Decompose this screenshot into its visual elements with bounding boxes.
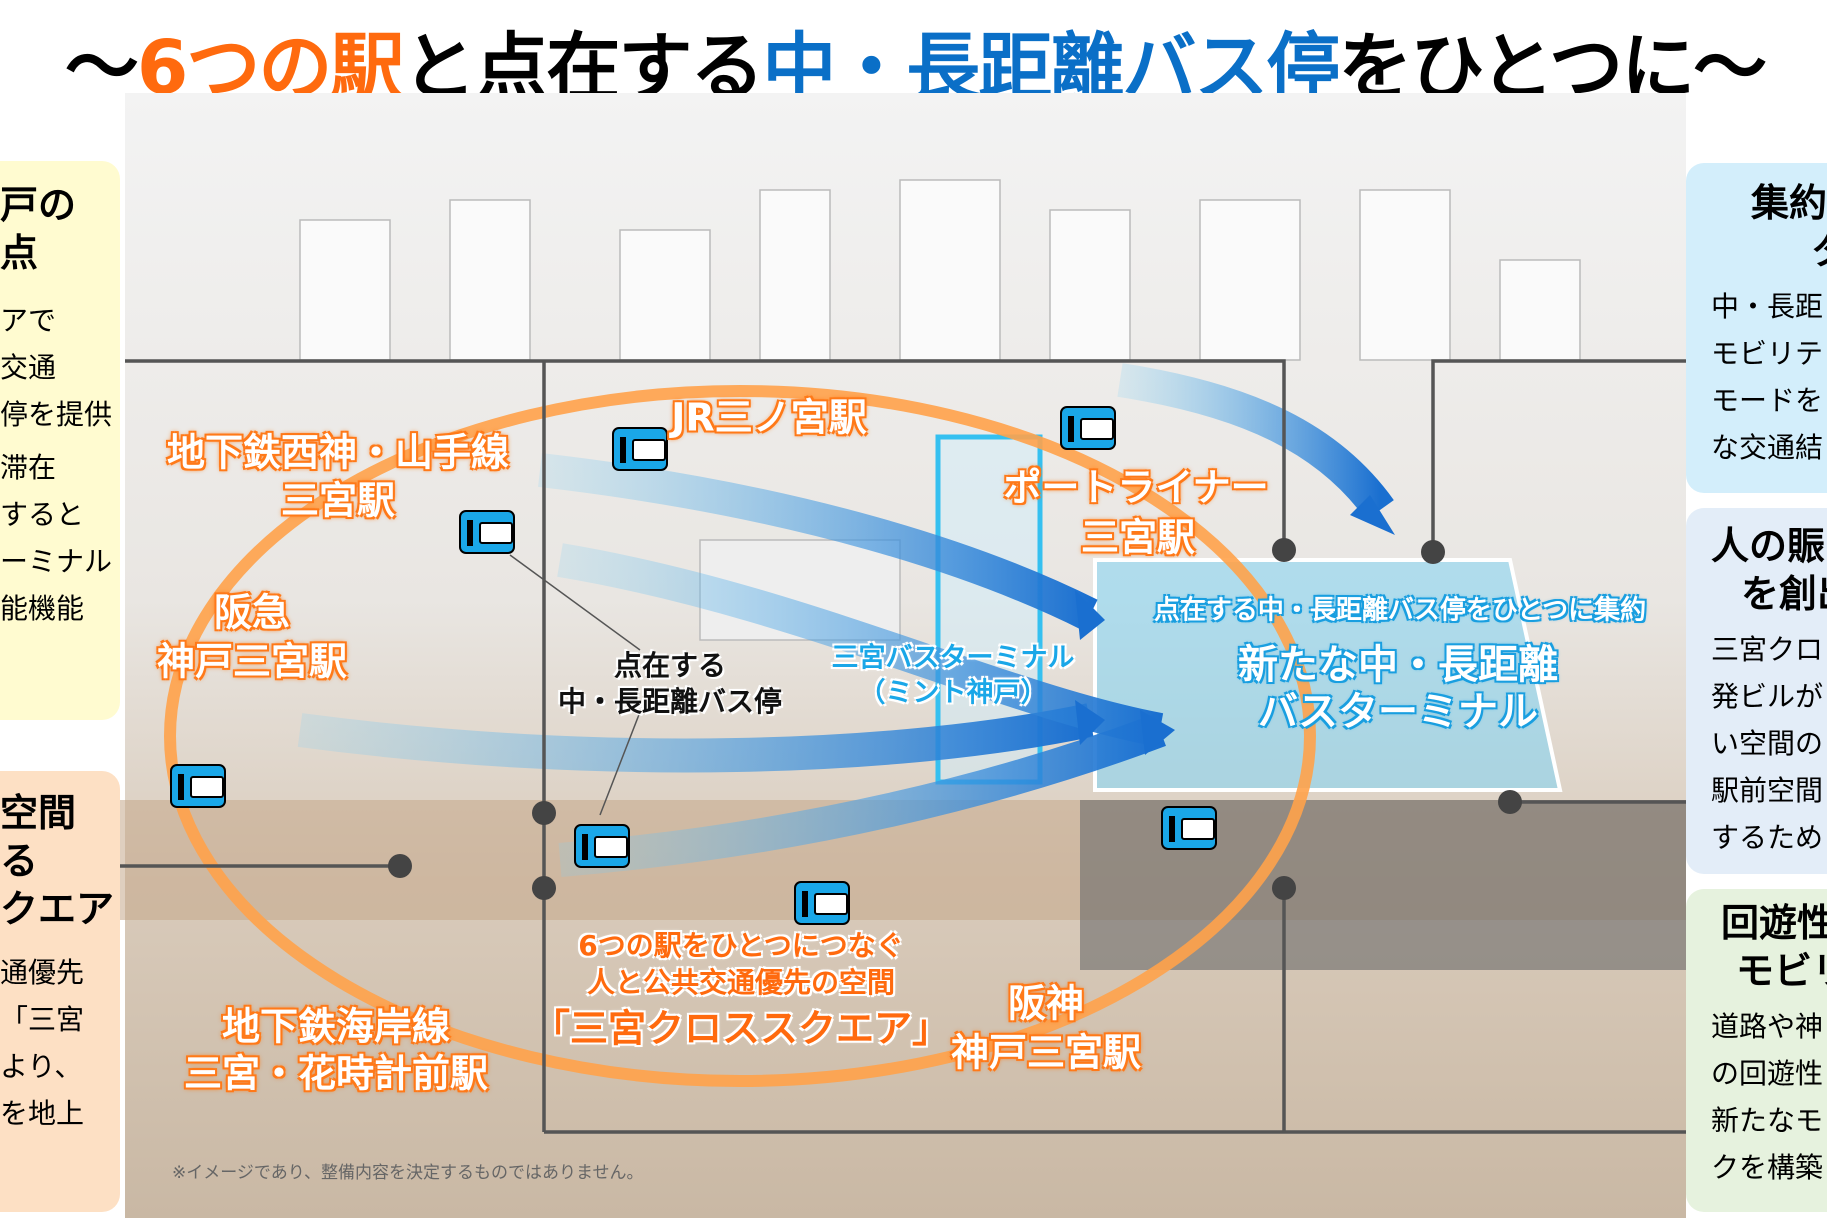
label-jr-sannomiya: JR三ノ宮駅	[671, 395, 867, 440]
panel-cross-square: 空間 る クエア 通優先 「三宮 より、 を地上	[0, 771, 120, 1212]
title-suffix: ～	[1693, 25, 1767, 111]
panel-text: い空間の	[1711, 727, 1824, 760]
panel-heading: 集約	[1751, 181, 1827, 225]
six-stations-ring	[164, 385, 1316, 1087]
panel-text: 停を提供	[0, 398, 113, 431]
panel-text: より、	[0, 1050, 83, 1083]
panel-heading: る	[0, 839, 39, 883]
bus-stop-icon	[574, 824, 630, 868]
bus-stop-icon	[1161, 806, 1217, 850]
panel-text: ーミナル	[0, 545, 113, 578]
panel-text: 新たなモ	[1711, 1104, 1824, 1137]
panel-text: 駅前空間	[1711, 774, 1824, 807]
label-hanshin-station: 神戸三宮駅	[950, 1030, 1142, 1075]
label-scattered: 点在する	[613, 649, 727, 682]
panel-bustle: 人の賑 を創出 三宮クロ 発ビルが い空間の 駅前空間 するため	[1686, 508, 1827, 874]
panel-text: 滞在	[0, 451, 57, 484]
bus-stop-icon	[1060, 406, 1116, 450]
label-consolidate: 点在する中・長距離バス停をひとつに集約	[1153, 595, 1647, 626]
panel-mobility: 回遊性 モビリテ 道路や神 の回遊性 新たなモ クを構築	[1686, 889, 1827, 1212]
label-kaigan-station: 三宮・花時計前駅	[183, 1051, 489, 1096]
panel-heading: 回遊性	[1721, 901, 1827, 945]
panel-text: すると	[0, 498, 85, 531]
panel-text: するため	[1711, 821, 1824, 854]
connector-lines	[120, 359, 1686, 1134]
panel-heading: 人の賑	[1711, 524, 1826, 568]
label-subway-seishin: 地下鉄西神・山手線	[166, 430, 510, 475]
label-hanshin: 阪神	[1007, 981, 1085, 1026]
panel-consolidated-terminal: 集約 タ 中・長距 モビリテ モードを な交通結	[1686, 163, 1827, 493]
panel-heading: クエア	[0, 887, 115, 931]
panel-text: 発ビルが	[1711, 680, 1824, 713]
footnote: ※イメージであり、整備内容を決定するものではありません。	[172, 1163, 644, 1183]
panel-heading: タ	[1711, 227, 1827, 275]
panel-text: 「三宮	[0, 1003, 85, 1036]
panel-text: 通優先	[0, 956, 85, 989]
label-new-bus-terminal-2: バスターミナル	[1258, 689, 1538, 735]
label-subway-seishin-station: 三宮駅	[280, 478, 396, 523]
panel-heading: を創出	[1741, 572, 1827, 616]
panel-heading: 点	[0, 231, 39, 275]
panel-text: 道路や神	[1711, 1010, 1824, 1043]
label-portliner: ポートライナー	[1003, 465, 1269, 510]
label-subway-kaigan: 地下鉄海岸線	[221, 1004, 451, 1049]
panel-text: を地上	[0, 1097, 85, 1130]
panel-text: クを構築	[1711, 1151, 1824, 1184]
label-hankyu-station: 神戸三宮駅	[156, 639, 348, 684]
label-sannomiya-bus-terminal: 三宮バスターミナル	[831, 642, 1075, 674]
label-scattered-bus-stops: 中・長距離バス停	[557, 685, 783, 718]
label-mint-kobe: （ミント神戸）	[858, 677, 1048, 709]
panel-text: の回遊性	[1711, 1057, 1824, 1090]
panel-text: アで	[0, 304, 57, 337]
bus-stop-icon	[794, 881, 850, 925]
panel-text: な交通結	[1711, 431, 1824, 464]
label-cross-1: 6つの駅をひとつにつなぐ	[578, 929, 904, 962]
panel-text: モードを	[1711, 384, 1824, 417]
panel-text: 中・長距	[1711, 290, 1824, 323]
panel-text: 三宮クロ	[1711, 633, 1824, 666]
label-cross-2: 人と公共交通優先の空間	[586, 966, 896, 999]
label-hankyu: 阪急	[213, 590, 291, 635]
panel-hub: 戸の 点 アで 交通 停を提供 滞在 すると ーミナル 能機能	[0, 161, 120, 720]
panel-text: 交通	[0, 351, 57, 384]
panel-heading: 空間	[0, 791, 77, 835]
bus-stop-icon	[170, 764, 226, 808]
flow-arrows	[297, 363, 1394, 877]
label-new-bus-terminal: 新たな中・長距離	[1238, 642, 1558, 688]
panel-heading: 戸の	[0, 183, 77, 227]
bus-stop-icon	[612, 427, 668, 471]
label-cross-square: 「三宮クロススクエア」	[531, 1006, 951, 1051]
panel-text: モビリテ	[1711, 337, 1824, 370]
label-portliner-station: 三宮駅	[1080, 515, 1196, 560]
panel-text: 能機能	[0, 592, 85, 625]
bus-stop-icon	[459, 510, 515, 554]
buildings	[299, 179, 1581, 641]
panel-heading: モビリテ	[1736, 949, 1827, 993]
